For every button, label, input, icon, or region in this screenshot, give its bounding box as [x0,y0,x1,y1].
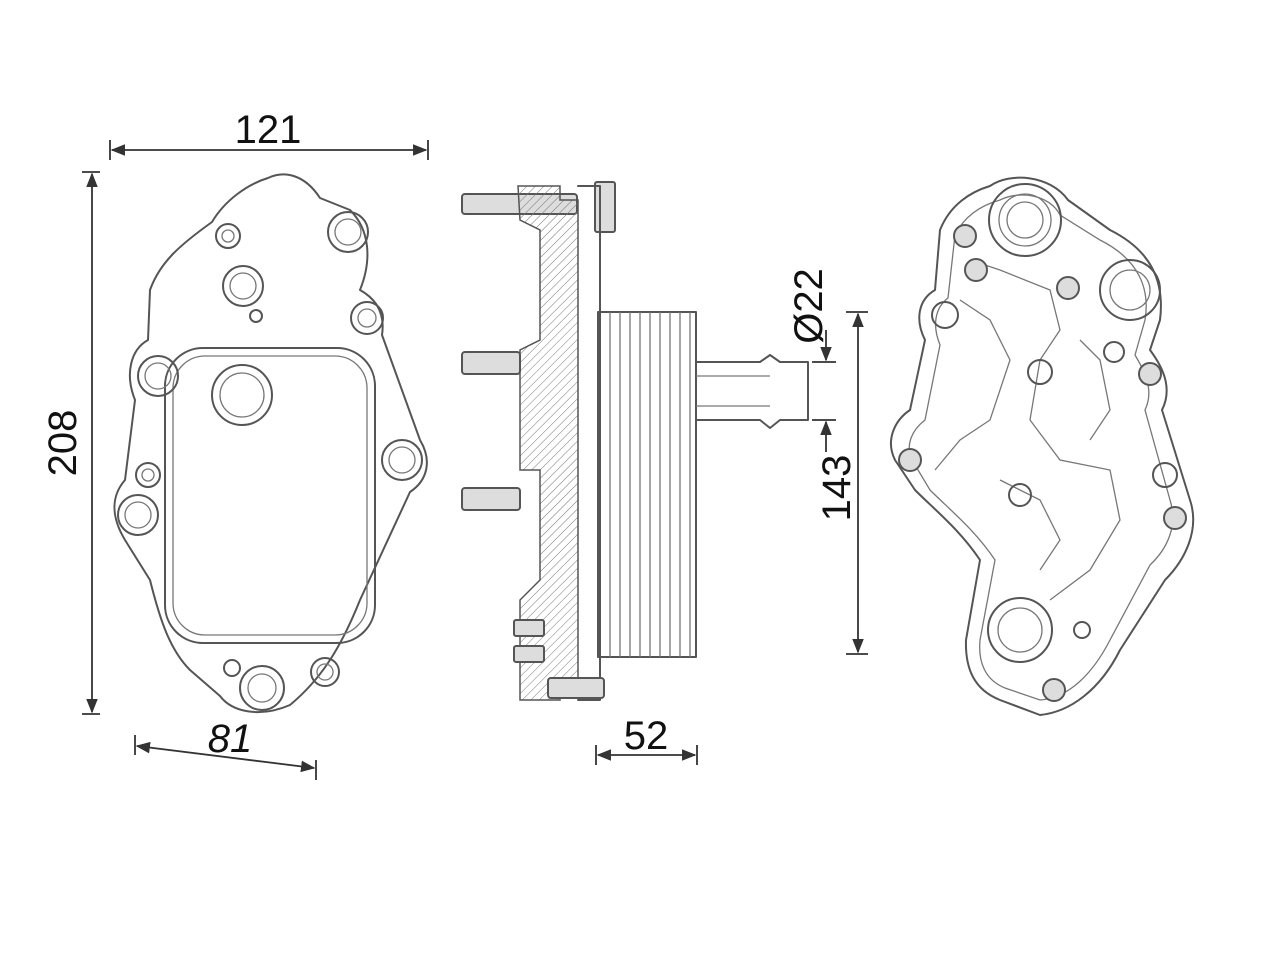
stud [461,487,521,511]
gasket-window [164,347,376,644]
mount-hole [327,211,369,253]
dimension-label-81: 81 [208,717,253,761]
rear-boss [1163,506,1187,530]
gasket-window-inner [172,355,368,636]
dimension-height-left: 208 [41,171,100,715]
rear-view [890,176,1195,716]
rear-channel [969,259,1121,601]
mount-hole [117,494,159,536]
side-section-view [461,181,809,701]
mount-hole [222,265,264,307]
dimension-label-208: 208 [41,410,85,477]
rear-boss [964,258,988,282]
bottom-bolt [547,677,605,699]
mount-hole [215,223,241,249]
dimension-label-143: 143 [815,455,859,522]
mount-hole [350,301,384,335]
dimension-diameter: Ø22 [787,268,836,452]
rear-hole [1027,359,1053,385]
flange-section [517,185,579,701]
rear-boss [953,224,977,248]
front-view [113,173,428,714]
rear-hole [1008,483,1032,507]
rear-port-top [988,183,1062,257]
rear-port-bottom [987,597,1053,663]
mount-hole [223,659,241,677]
mount-hole [135,462,161,488]
dimension-bottom-left: 81 [134,717,317,780]
rear-hole [1103,341,1125,363]
rear-boss [898,448,922,472]
plate-stack [597,311,697,658]
mount-hole [310,657,340,687]
mount-hole [137,355,179,397]
dimension-bottom-mid: 52 [595,714,698,765]
outlet-pipe [695,354,809,429]
rear-boss [1042,678,1066,702]
port-circle-outer [211,364,273,426]
mount-hole [239,665,285,711]
mount-hole [249,309,263,323]
dimension-label-121: 121 [235,108,302,152]
dimension-width-top: 121 [109,108,429,160]
rear-boss [1056,276,1080,300]
plate-lines [609,312,691,657]
rear-hole [1152,462,1178,488]
port-circle-inner [219,372,265,418]
stud [461,351,521,375]
dimension-label-52: 52 [624,714,669,758]
mount-hole [381,439,423,481]
front-view-outline [113,173,428,714]
dimension-label-diameter: Ø22 [787,268,831,344]
rear-hole [931,301,959,329]
rear-hole [1073,621,1091,639]
dimension-height-right: 143 [815,311,868,655]
rear-boss [1138,362,1162,386]
rear-view-outline [890,176,1195,716]
rear-port-right [1099,259,1161,321]
